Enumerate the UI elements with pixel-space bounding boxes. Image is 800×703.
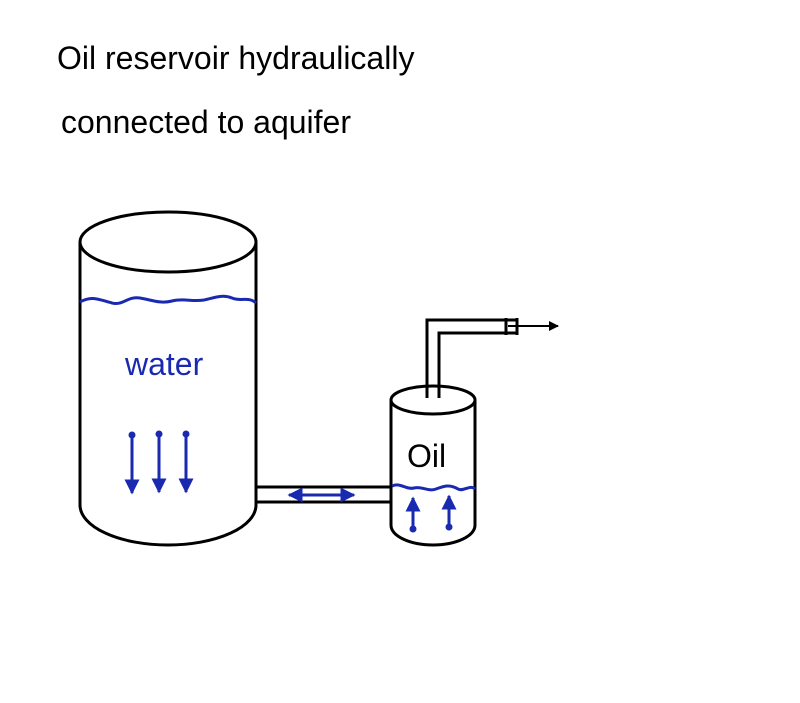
aquifer-flow-arrows [124,430,194,495]
oil-label: Oil [407,438,446,474]
reservoir-flow-arrows [405,494,457,533]
aquifer-tank [78,210,258,547]
title-line-1: Oil reservoir hydraulically [57,40,415,76]
water-label: water [124,346,204,382]
oil-water-contact [391,483,477,492]
aquifer-water-surface [79,294,257,306]
title-line-2: connected to aquifer [61,104,351,140]
production-well [425,318,519,394]
oil-reservoir-tank [389,384,477,547]
